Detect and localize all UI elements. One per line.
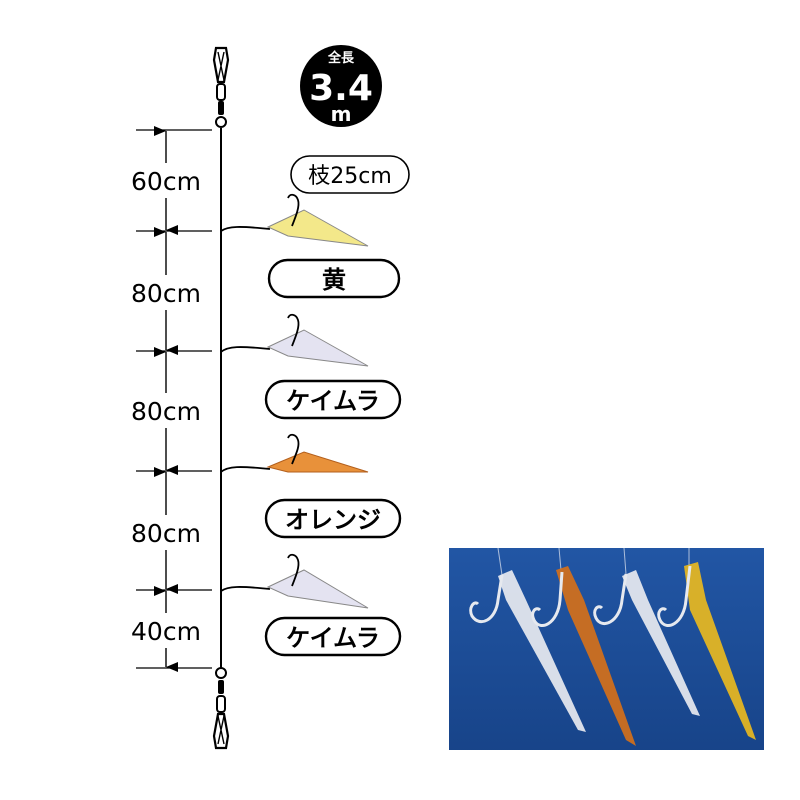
hook-4-icon [287, 553, 300, 587]
lure-label-1: 黄 [267, 258, 401, 299]
lure-4-body [266, 569, 369, 609]
photo-lure-3 [622, 570, 700, 716]
segment-label-2: 80cm [131, 279, 201, 308]
total-length-badge: 全長 3.4 m [300, 45, 382, 127]
segment-label-1: 60cm [131, 167, 201, 196]
lure-label-4-text: ケイムラ [286, 624, 380, 652]
segment-label-3: 80cm [131, 397, 201, 426]
bottom-snap-swivel-icon [212, 667, 230, 750]
product-photo [449, 547, 764, 750]
lure-label-1-text: 黄 [322, 266, 346, 294]
branch-1 [220, 193, 369, 247]
top-snap-swivel-icon [212, 46, 230, 128]
total-length-prefix: 全長 [327, 50, 355, 66]
lure-label-3-text: オレンジ [285, 506, 381, 534]
lure-label-4: ケイムラ [264, 616, 402, 657]
photo-hooks-icon [469, 565, 692, 627]
branch-2 [220, 313, 369, 367]
lure-1-body [266, 209, 369, 247]
lure-label-3: オレンジ [264, 498, 402, 539]
hook-2-icon [287, 313, 300, 347]
dimension-labels: 60cm 80cm 80cm 80cm 40cm [131, 167, 201, 646]
branch-length-text: 枝25cm [308, 164, 392, 189]
photo-lure-2 [556, 566, 636, 746]
hook-3-icon [287, 433, 300, 465]
lure-3-body [266, 451, 369, 473]
branch-3 [220, 433, 369, 473]
segment-label-4: 80cm [131, 519, 201, 548]
lure-label-2-text: ケイムラ [286, 387, 380, 415]
hook-1-icon [287, 193, 300, 227]
total-length-value: 3.4 [309, 68, 373, 109]
lure-label-2: ケイムラ [264, 379, 402, 420]
photo-lure-1 [498, 570, 586, 732]
segment-label-5: 40cm [131, 617, 201, 646]
lure-2-body [266, 329, 369, 367]
branch-length-pill: 枝25cm [290, 155, 410, 194]
total-length-unit: m [331, 102, 352, 126]
photo-lure-4 [684, 562, 756, 740]
branch-4 [220, 553, 369, 609]
